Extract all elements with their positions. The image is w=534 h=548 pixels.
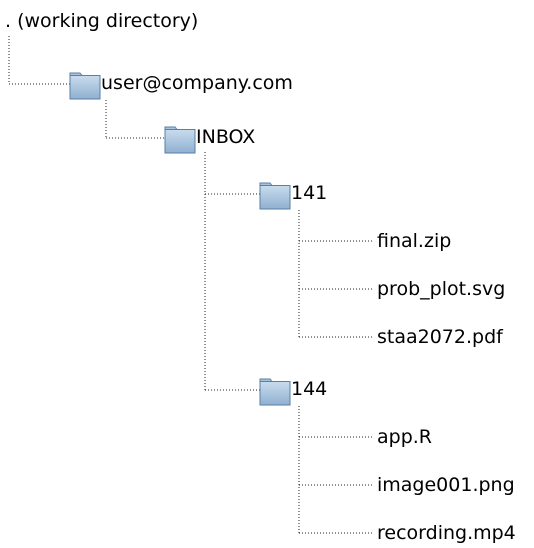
file-item[interactable]: image001.png [377, 474, 515, 496]
file-label: app.R [377, 426, 433, 448]
file-item[interactable]: app.R [377, 426, 432, 448]
root-label: . (working directory) [5, 10, 199, 32]
file-item[interactable]: staa2072.pdf [377, 326, 503, 348]
account-label: user@company.com [101, 72, 293, 94]
inbox-label: INBOX [196, 126, 256, 148]
folder-icon [259, 178, 291, 210]
file-label: recording.mp4 [377, 522, 516, 544]
file-item[interactable]: prob_plot.svg [377, 278, 505, 300]
folder-141[interactable]: 141 [259, 178, 328, 210]
folder-144-label: 144 [291, 378, 328, 400]
file-label: prob_plot.svg [377, 278, 506, 300]
folder-icon [69, 68, 101, 100]
folder-icon [164, 122, 196, 154]
folder-144[interactable]: 144 [259, 374, 328, 406]
folder-inbox[interactable]: INBOX [164, 122, 256, 154]
folder-account[interactable]: user@company.com [69, 68, 293, 100]
file-item[interactable]: recording.mp4 [377, 522, 516, 544]
file-label: final.zip [377, 230, 452, 252]
file-label: staa2072.pdf [377, 326, 503, 348]
folder-141-label: 141 [291, 182, 328, 204]
file-item[interactable]: final.zip [377, 230, 451, 252]
file-label: image001.png [377, 474, 515, 496]
folder-icon [259, 374, 291, 406]
tree-root-node[interactable]: . (working directory) [5, 10, 198, 32]
